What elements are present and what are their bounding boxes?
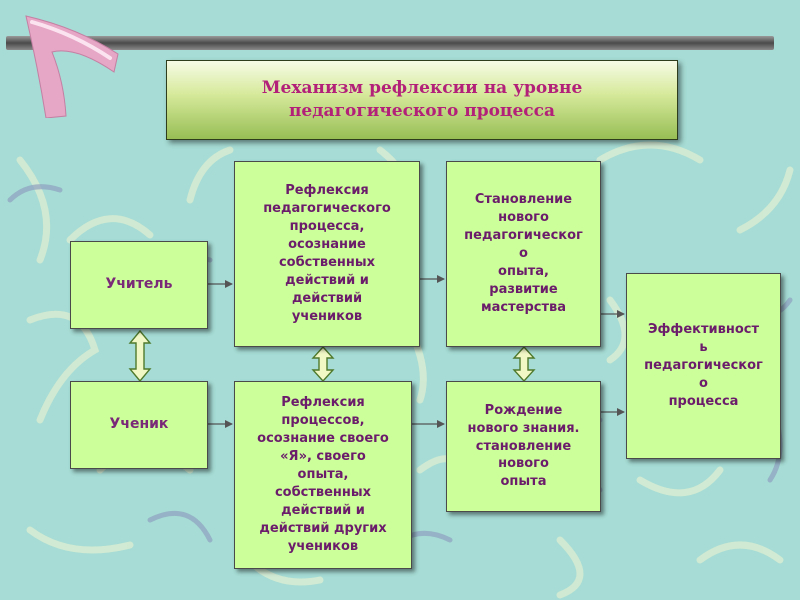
student-box: Ученик <box>70 381 208 469</box>
double-arrow-teacher-student <box>128 329 152 383</box>
double-arrow-experience-knowledge <box>512 345 536 383</box>
outcome-box: Эффективност ь педагогическог о процесса <box>626 273 781 459</box>
teacher-reflection-box: Рефлексия педагогического процесса, осоз… <box>234 161 420 347</box>
teacher-box: Учитель <box>70 241 208 329</box>
double-arrow-reflections <box>311 345 335 383</box>
new-knowledge-box: Рождение нового знания. становление ново… <box>446 381 601 512</box>
student-reflection-box: Рефлексия процессов, осознание своего «Я… <box>234 381 412 569</box>
diagram-title: Механизм рефлексии на уровне педагогичес… <box>166 60 678 140</box>
decorative-bar <box>6 36 774 50</box>
boomerang-logo <box>25 15 119 118</box>
new-experience-box: Становление нового педагогическог о опыт… <box>446 161 601 347</box>
